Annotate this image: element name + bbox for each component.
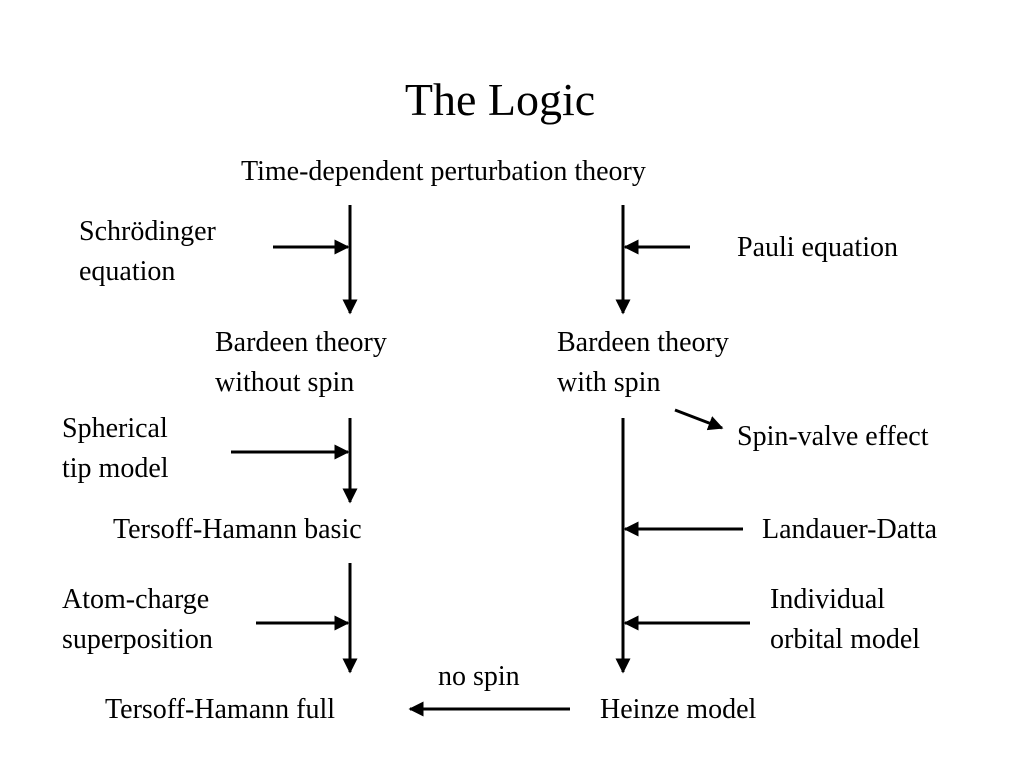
node-tersoff-hamann-basic: Tersoff-Hamann basic <box>113 514 362 545</box>
edge-label-no-spin: no spin <box>438 661 520 692</box>
node-individual-orbital-line1: Individual <box>770 584 886 615</box>
slide-title: The Logic <box>404 74 596 125</box>
node-atom-charge-line2: superposition <box>62 624 213 655</box>
node-time-dependent-perturbation-theory: Time-dependent perturbation theory <box>241 156 646 187</box>
node-spherical-tip-line2: tip model <box>62 453 169 484</box>
node-bardeen-spin-line1: Bardeen theory <box>557 327 729 358</box>
node-bardeen-spin-line2: with spin <box>557 367 661 398</box>
arrow-spin-valve-output <box>674 408 724 431</box>
node-spin-valve-effect: Spin-valve effect <box>737 421 929 452</box>
node-atom-charge-line1: Atom-charge <box>62 584 210 615</box>
node-schrodinger-line2: equation <box>79 256 176 287</box>
node-spherical-tip-line1: Spherical <box>62 413 168 444</box>
node-individual-orbital-line2: orbital model <box>770 624 921 655</box>
node-landauer-datta: Landauer-Datta <box>762 514 938 545</box>
node-bardeen-no-spin-line2: without spin <box>215 367 355 398</box>
node-heinze-model: Heinze model <box>600 694 757 725</box>
node-bardeen-no-spin-line1: Bardeen theory <box>215 327 387 358</box>
node-tersoff-hamann-full: Tersoff-Hamann full <box>105 694 336 725</box>
node-pauli-equation: Pauli equation <box>737 232 898 263</box>
node-schrodinger-line1: Schrödinger <box>79 216 216 247</box>
